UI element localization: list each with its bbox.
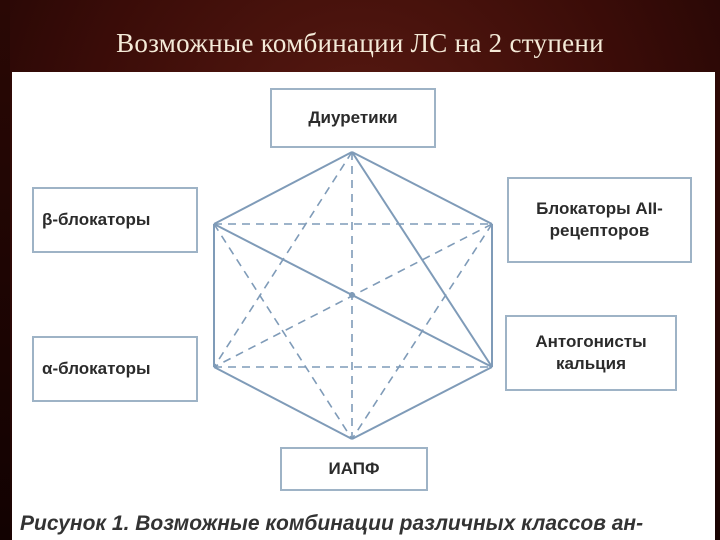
slide-left-strip <box>0 0 10 540</box>
node-calcium-antagonists: Антогонисты кальция <box>505 315 677 391</box>
node-diuretics: Диуретики <box>270 88 436 148</box>
edge-arb-acei <box>351 223 493 440</box>
node-alpha-blockers: α-блокаторы <box>32 336 198 402</box>
center-point <box>349 292 355 298</box>
node-beta-blockers: β-блокаторы <box>32 187 198 253</box>
edge-diuretics-arb <box>351 151 493 225</box>
edge-acei-alpha <box>213 366 353 440</box>
node-arb: Блокаторы AII-рецепторов <box>507 177 692 263</box>
edge-diuretics-calcium <box>351 151 493 368</box>
figure-caption: Рисунок 1. Возможные комбинации различны… <box>20 512 644 535</box>
edge-diuretics-alpha <box>213 151 353 368</box>
combination-lines <box>213 151 493 440</box>
node-ace-inhibitors: ИАПФ <box>280 447 428 491</box>
edge-beta-diuretics <box>213 151 353 225</box>
slide-title: Возможные комбинации ЛС на 2 ступени <box>116 28 604 58</box>
figure-panel: Диуретики β-блокаторы Блокаторы AII-реце… <box>12 72 715 540</box>
edge-beta-acei <box>213 223 353 440</box>
edge-calcium-acei <box>351 366 493 440</box>
